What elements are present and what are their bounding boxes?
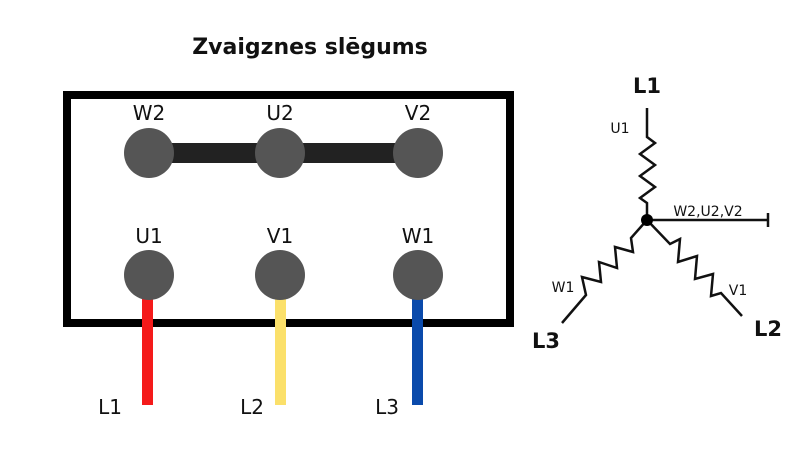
winding-w1 [561,219,648,324]
terminal-u2 [255,128,305,178]
terminal-w1 [393,250,443,300]
schematic-line-label-l2: L2 [754,317,782,341]
star-schematic [561,108,770,324]
winding-u1 [637,108,658,220]
terminal-box-frame [63,91,514,327]
terminal-v2 [393,128,443,178]
star-point-node [641,214,653,226]
schematic-winding-label-v1: V1 [729,283,747,299]
terminal-w2 [124,128,174,178]
terminal-label-w1: W1 [402,224,435,248]
schematic-winding-label-w1: W1 [552,280,575,296]
terminal-label-v1: V1 [267,224,293,248]
terminal-label-u1: U1 [135,224,162,248]
diagram-title: Zvaigznes slēgums [192,35,428,60]
line-label-l2: L2 [240,395,264,419]
terminal-label-w2: W2 [133,101,166,125]
terminal-v1 [255,250,305,300]
schematic-line-label-l3: L3 [532,329,560,353]
wire-l3 [412,280,423,405]
terminal-u1 [124,250,174,300]
schematic-winding-label-u1: U1 [610,121,629,137]
line-label-l3: L3 [375,395,399,419]
terminal-label-v2: V2 [405,101,431,125]
winding-v1 [646,219,743,317]
wire-l1 [142,280,153,405]
star-point-label: W2,U2,V2 [673,204,742,220]
line-label-l1: L1 [98,395,122,419]
schematic-line-label-l1: L1 [633,74,661,98]
wire-l2 [275,280,286,405]
terminal-label-u2: U2 [266,101,293,125]
